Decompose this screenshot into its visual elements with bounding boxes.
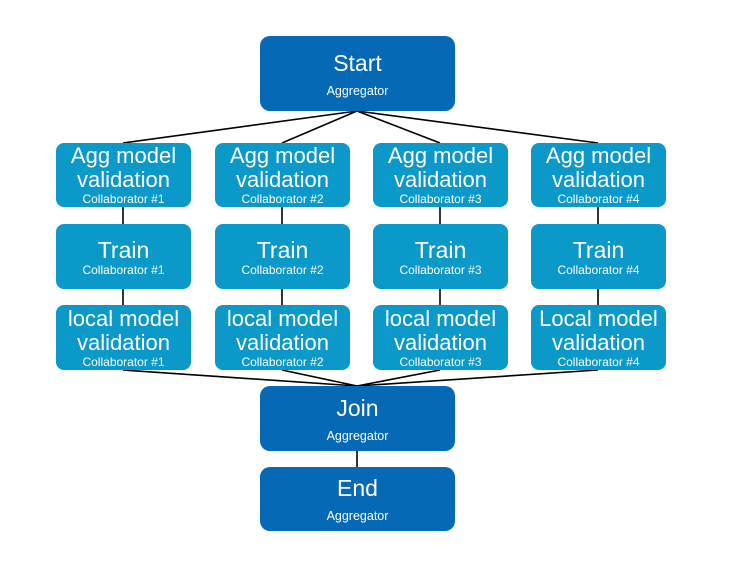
local-validation-title-line2: validation	[394, 329, 487, 355]
train-title: Train	[97, 236, 150, 263]
local-validation-role: Collaborator #3	[399, 354, 482, 369]
start-role: Aggregator	[326, 83, 389, 98]
local-validation-role: Collaborator #4	[557, 354, 640, 369]
agg-validation-title-line2: validation	[236, 167, 329, 192]
agg-validation-title-line2: validation	[552, 167, 645, 192]
local-validation-role: Collaborator #2	[241, 354, 324, 369]
local-validation-node-2: local model validation Collaborator #2	[215, 305, 350, 370]
agg-validation-node-1: Agg model validation Collaborator #1	[56, 143, 191, 207]
train-node-2: Train Collaborator #2	[215, 224, 350, 289]
train-role: Collaborator #4	[557, 262, 640, 277]
agg-validation-title-line1: Agg model	[70, 143, 177, 168]
agg-validation-role: Collaborator #4	[557, 192, 640, 206]
train-title: Train	[414, 236, 467, 263]
edge-start-agg1	[122, 110, 358, 144]
edge-start-agg3	[356, 110, 441, 144]
end-role: Aggregator	[326, 509, 389, 523]
edge-local4-join	[356, 369, 599, 387]
agg-validation-node-2: Agg model validation Collaborator #2	[215, 143, 350, 207]
agg-validation-node-4: Agg model validation Collaborator #4	[531, 143, 666, 207]
train-role: Collaborator #3	[399, 262, 482, 277]
agg-validation-title-line2: validation	[394, 167, 487, 192]
edge-start-agg2	[281, 110, 358, 144]
join-role: Aggregator	[326, 428, 389, 443]
train-role: Collaborator #1	[82, 262, 165, 277]
local-validation-title-line1: local model	[67, 305, 180, 331]
local-validation-title-line1: Local model	[539, 305, 658, 331]
local-validation-title-line1: local model	[226, 305, 339, 331]
local-validation-title-line1: local model	[384, 305, 497, 331]
train-role: Collaborator #2	[241, 262, 324, 277]
edge-local1-join	[122, 369, 358, 387]
start-node: Start Aggregator	[260, 36, 455, 111]
edge-local3-join	[356, 369, 441, 387]
train-node-3: Train Collaborator #3	[373, 224, 508, 289]
join-title: Join	[336, 394, 379, 421]
agg-validation-node-3: Agg model validation Collaborator #3	[373, 143, 508, 207]
train-node-1: Train Collaborator #1	[56, 224, 191, 289]
train-node-4: Train Collaborator #4	[531, 224, 666, 289]
local-validation-title-line2: validation	[236, 329, 329, 355]
local-validation-title-line2: validation	[552, 329, 645, 355]
end-node: End Aggregator	[260, 467, 455, 531]
train-title: Train	[572, 236, 625, 263]
agg-validation-title-line1: Agg model	[387, 143, 494, 168]
agg-validation-title-line1: Agg model	[229, 143, 336, 168]
local-validation-title-line2: validation	[77, 329, 170, 355]
edge-start-agg4	[356, 110, 599, 144]
edge-local2-join	[281, 369, 358, 387]
agg-validation-role: Collaborator #1	[82, 192, 165, 206]
local-validation-node-1: local model validation Collaborator #1	[56, 305, 191, 370]
start-title: Start	[333, 49, 382, 76]
local-validation-node-3: local model validation Collaborator #3	[373, 305, 508, 370]
join-node: Join Aggregator	[260, 386, 455, 451]
agg-validation-title-line2: validation	[77, 167, 170, 192]
agg-validation-title-line1: Agg model	[545, 143, 652, 168]
local-validation-role: Collaborator #1	[82, 354, 165, 369]
agg-validation-role: Collaborator #2	[241, 192, 324, 206]
end-title: End	[337, 475, 378, 501]
train-title: Train	[256, 236, 309, 263]
agg-validation-role: Collaborator #3	[399, 192, 482, 206]
local-validation-node-4: Local model validation Collaborator #4	[531, 305, 666, 370]
